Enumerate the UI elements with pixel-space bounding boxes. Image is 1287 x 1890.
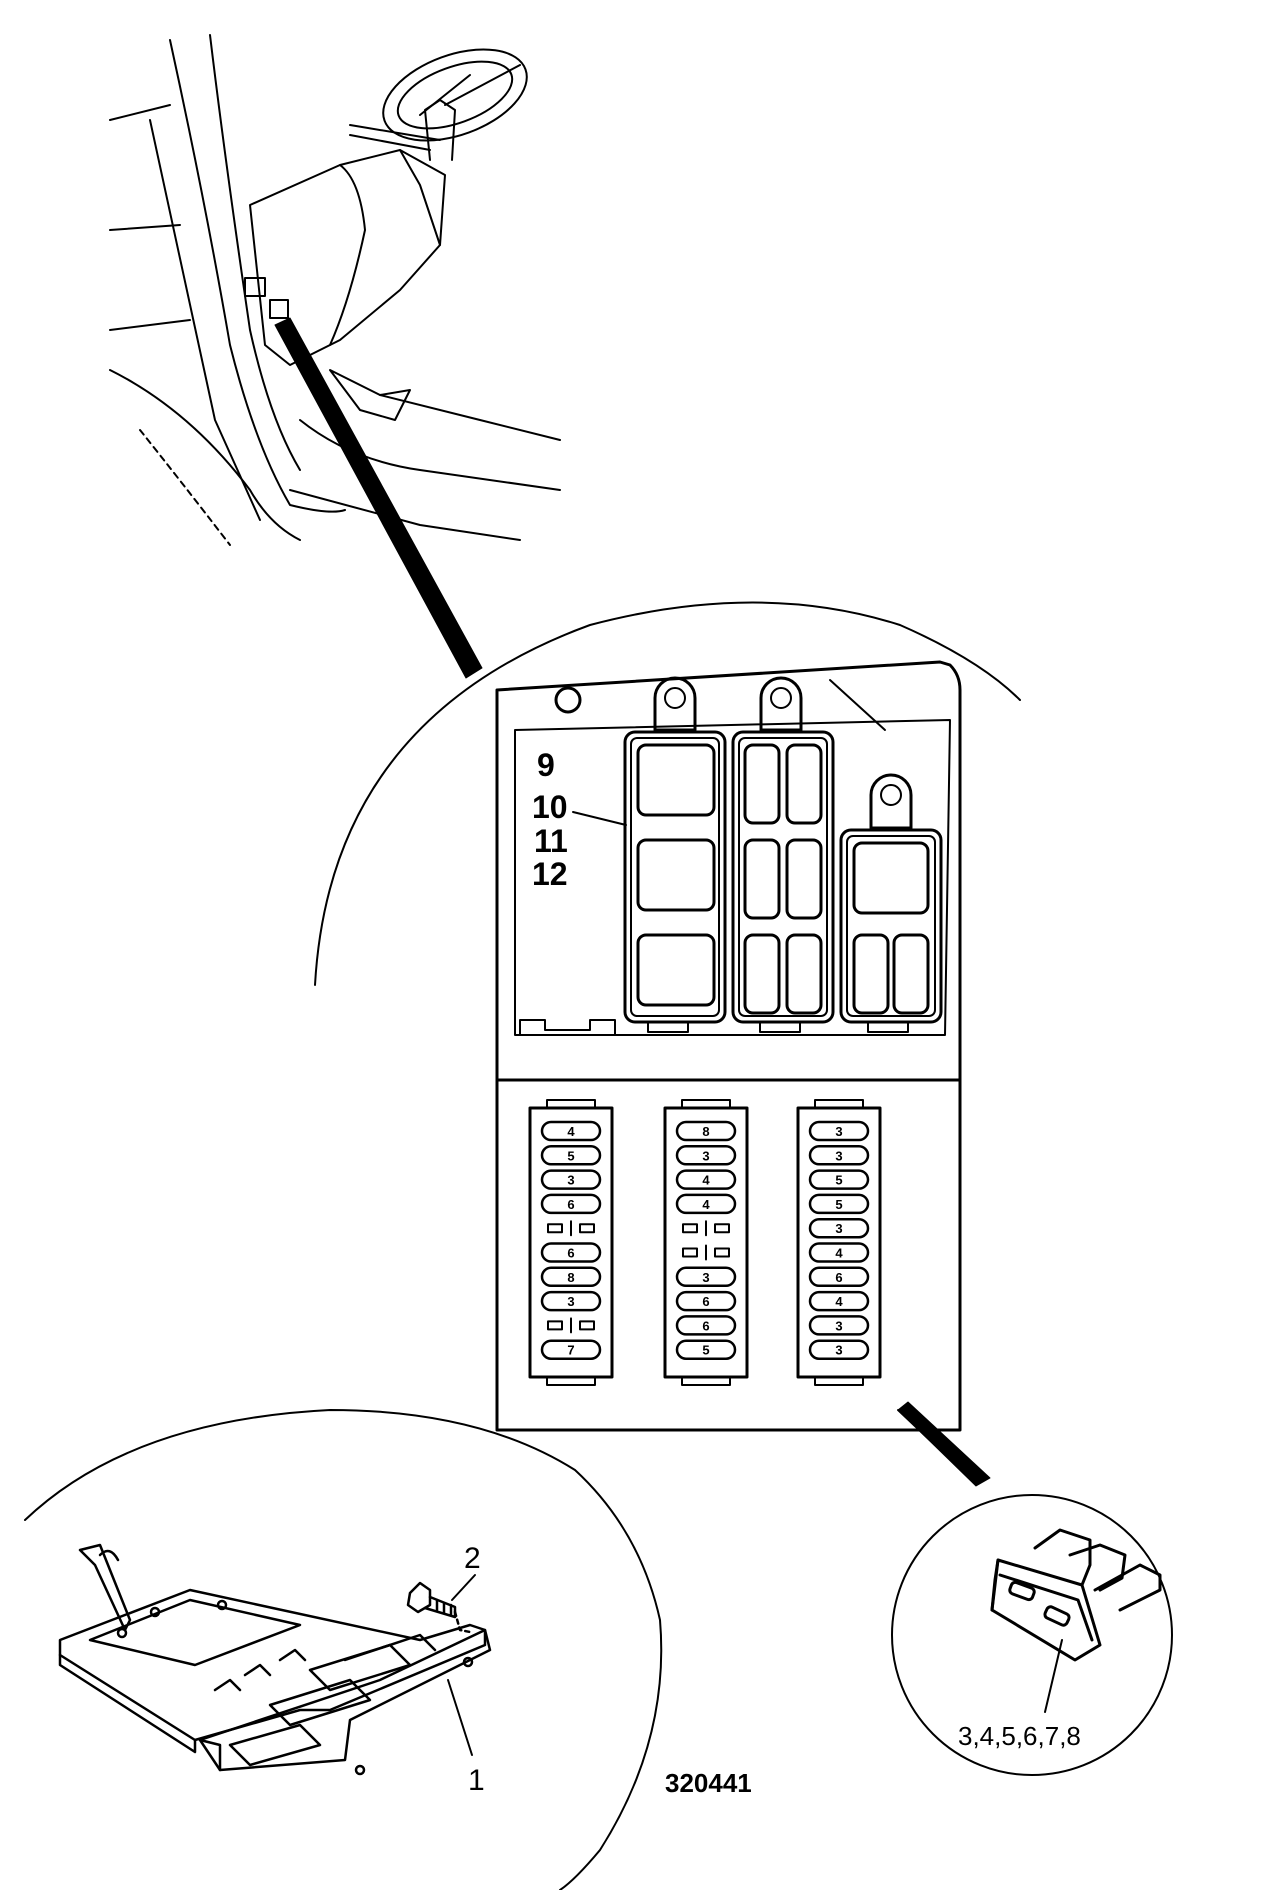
fuse-rating-label: 8 (702, 1124, 709, 1139)
fuse-slot (808, 1339, 870, 1360)
fuse-rating-label: 3 (835, 1221, 842, 1236)
empty-fuse-slot (579, 1223, 595, 1234)
fusebox-detail-circle (314, 601, 1021, 986)
relay-housing-1 (623, 676, 727, 1033)
fuse-rating-label: 3 (702, 1148, 709, 1163)
fuse-rating-label: 3 (835, 1148, 842, 1163)
fuse-rating-label: 5 (835, 1173, 842, 1188)
screw-leader (451, 1574, 476, 1601)
fuse-slot (540, 1290, 602, 1312)
relay-label-10: 10 (532, 789, 568, 825)
fuse-rating-label: 3 (835, 1343, 842, 1358)
fuse-rating-label: 3 (835, 1124, 842, 1139)
fuse-strips: 4 5 3 6 6 8 3 7 8 3 4 4 3 6 6 5 3 3 5 5 3 4 6 4 3 3 (528, 1099, 882, 1386)
fuse-slot (540, 1242, 602, 1263)
empty-fuse-slot (714, 1223, 730, 1234)
fuse-slot (675, 1290, 737, 1312)
fuse-strip-1: 4 5 3 6 6 8 3 7 (528, 1099, 614, 1386)
relay-labels: 9 10 11 12 (532, 747, 568, 892)
relay-label-9: 9 (537, 747, 555, 783)
empty-fuse-slot (682, 1247, 698, 1258)
fuse-slot (540, 1120, 602, 1142)
fuse-strip-top-tab (681, 1099, 731, 1109)
fuse-rating-label: 6 (702, 1294, 709, 1309)
relay-housing-3 (839, 773, 943, 1033)
fuse-strip-bottom-tab (546, 1376, 596, 1386)
fuse-caption-leader (1044, 1639, 1063, 1713)
fuse-slot (675, 1120, 737, 1142)
fuse-slot (675, 1145, 737, 1166)
fuse-slot (808, 1120, 870, 1142)
fuse-rating-label: 4 (835, 1246, 843, 1261)
fuse-slot (540, 1266, 602, 1288)
callout-screw: 2 (464, 1542, 481, 1575)
fuse-rating-label: 6 (835, 1270, 842, 1285)
fuse-rating-label: 3 (567, 1294, 574, 1309)
fusebox (495, 660, 962, 1432)
fuse-rating-caption: 3,4,5,6,7,8 (958, 1721, 1081, 1751)
fuse-slot (540, 1339, 602, 1360)
fuse-rating-label: 3 (835, 1318, 842, 1333)
bracket-leader (447, 1679, 473, 1756)
fuse-rating-label: 6 (702, 1318, 709, 1333)
fuse-slot (675, 1169, 737, 1190)
cab-interior-illustration (109, 34, 561, 546)
relay-label-12: 12 (532, 856, 568, 892)
mounting-bracket-illustration (58, 1543, 492, 1776)
empty-fuse-slot (579, 1320, 595, 1331)
fuse-slot (808, 1217, 870, 1239)
fuse-rating-label: 7 (567, 1343, 574, 1358)
fuse-rating-label: 6 (567, 1246, 574, 1261)
fuse-rating-label: 5 (835, 1197, 842, 1212)
blade-fuse-illustration (990, 1528, 1162, 1662)
fuse-rating-label: 6 (567, 1197, 574, 1212)
fuse-slot (808, 1290, 870, 1312)
fuse-rating-label: 3 (567, 1173, 574, 1188)
fuse-slot (675, 1193, 737, 1215)
fuse-slot (808, 1145, 870, 1166)
callout-bracket: 1 (468, 1764, 485, 1797)
relay-label-11: 11 (534, 823, 568, 859)
relay-leader (572, 811, 627, 826)
fuse-slot (808, 1169, 870, 1190)
fuse-strip-top-tab (546, 1099, 596, 1109)
fuse-rating-label: 4 (702, 1197, 710, 1212)
fuse-rating-label: 8 (567, 1270, 574, 1285)
fuse-rating-label: 4 (835, 1294, 843, 1309)
relay-housing-2 (731, 676, 835, 1033)
fuse-slot (540, 1193, 602, 1215)
fuse-slot (540, 1169, 602, 1190)
fuse-strip-bottom-tab (814, 1376, 864, 1386)
empty-fuse-slot (547, 1223, 563, 1234)
fuse-detail-circle (891, 1494, 1173, 1776)
empty-fuse-slot (714, 1247, 730, 1258)
fuse-slot (540, 1145, 602, 1166)
fuse-rating-label: 5 (702, 1343, 709, 1358)
fuse-strip-3: 3 3 5 5 3 4 6 4 3 3 (796, 1099, 882, 1386)
bracket-detail-circle (24, 1409, 663, 1890)
fuse-rating-label: 4 (567, 1124, 575, 1139)
empty-fuse-slot (682, 1223, 698, 1234)
fuse-slot (808, 1266, 870, 1288)
fuse-strip-bottom-tab (681, 1376, 731, 1386)
fuse-slot (675, 1339, 737, 1360)
fuse-rating-label: 3 (702, 1270, 709, 1285)
figure-number: 320441 (665, 1768, 752, 1798)
fuse-slot (675, 1266, 737, 1288)
fuse-strip-2: 8 3 4 4 3 6 6 5 (663, 1099, 749, 1386)
fuse-strip-top-tab (814, 1099, 864, 1109)
fuse-detail-leader (897, 1401, 991, 1487)
fuse-slot (675, 1315, 737, 1336)
fuse-slot (808, 1193, 870, 1215)
fuse-slot (808, 1315, 870, 1336)
fuse-slot (808, 1242, 870, 1263)
fuse-rating-label: 4 (702, 1173, 710, 1188)
fuse-rating-label: 5 (567, 1148, 574, 1163)
empty-fuse-slot (547, 1320, 563, 1331)
cab-to-fusebox-leader (274, 317, 483, 679)
